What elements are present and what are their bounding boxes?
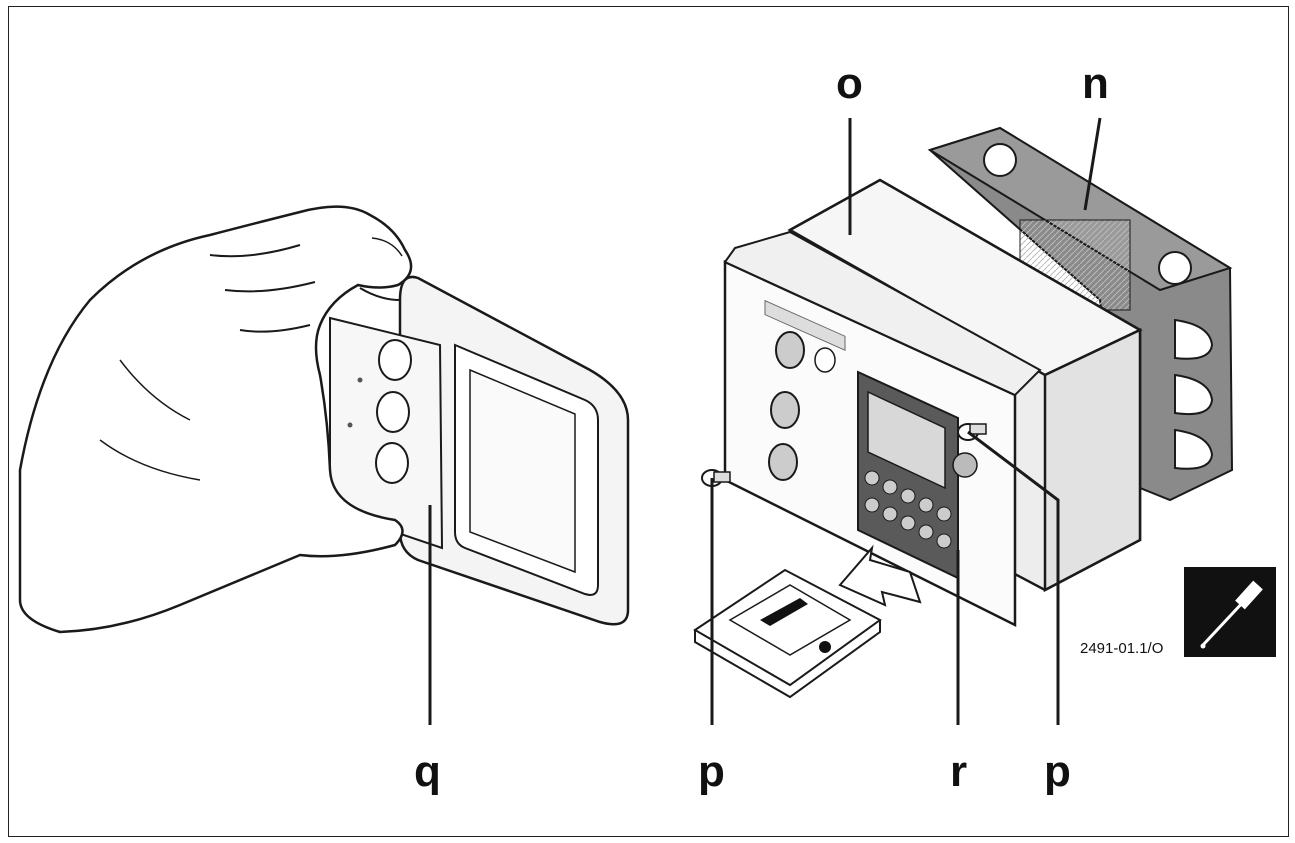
hand-with-panel — [18, 205, 630, 725]
figure-reference-code: 2491-01.1/O — [1080, 640, 1164, 657]
panel-dial — [375, 339, 412, 484]
callout-q: q — [414, 747, 441, 796]
base-housing — [927, 126, 1234, 502]
control-panel-cover — [329, 275, 630, 626]
pull-out-arrow — [838, 544, 922, 607]
hand — [18, 205, 413, 634]
controller-assembly — [693, 117, 1234, 725]
keypad-buttons — [864, 470, 952, 549]
leader-line-p-right — [967, 430, 1060, 725]
callout-p-left: p — [698, 747, 725, 796]
leader-line-n — [1083, 117, 1102, 211]
instruction-card-stack — [693, 568, 882, 699]
front-panel — [701, 230, 1042, 628]
screwdriver-icon — [1184, 567, 1276, 657]
callout-r: r — [950, 747, 968, 796]
mounting-screw — [701, 469, 731, 487]
callout-o: o — [836, 59, 863, 108]
callout-p-right: p — [1044, 747, 1071, 796]
lcd-display — [867, 390, 946, 490]
callout-n: n — [1082, 59, 1109, 108]
